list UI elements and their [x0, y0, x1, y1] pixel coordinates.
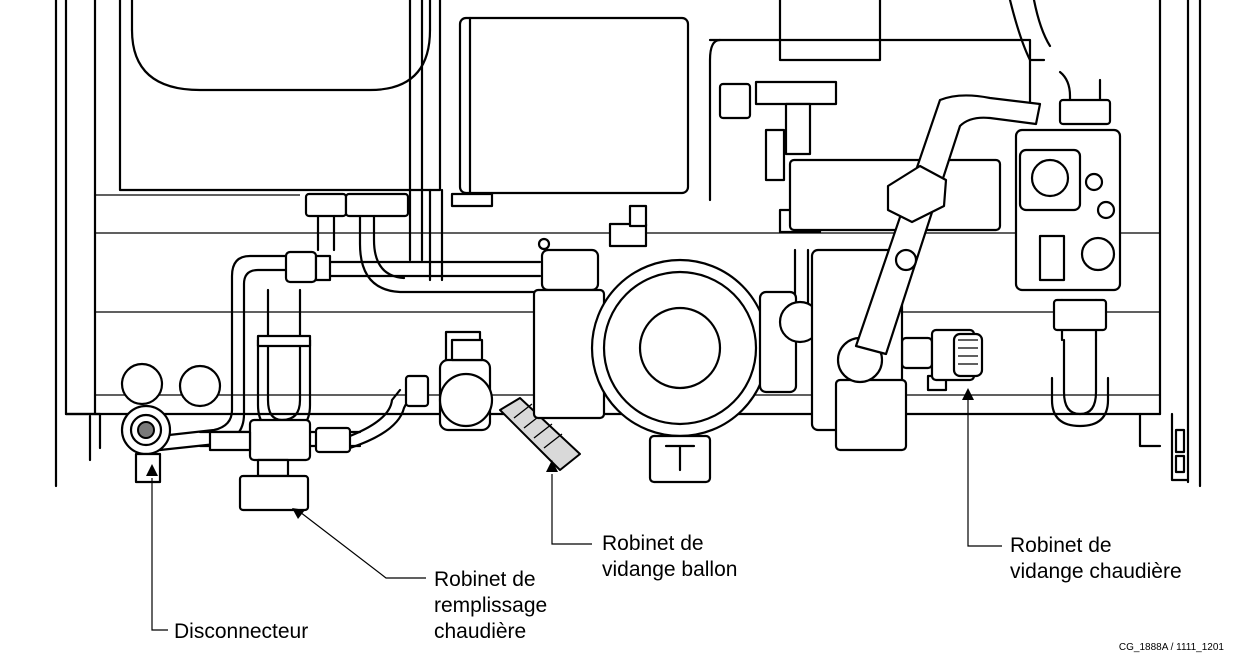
figure-reference: CG_1888A / 1111_1201	[1119, 642, 1225, 653]
disconnecteur-device	[120, 362, 222, 484]
upper-panels	[118, 0, 1032, 282]
circulation-pump	[532, 248, 822, 484]
drain-tank-valve	[438, 338, 581, 471]
filling-valve	[208, 418, 352, 512]
diverter-pipe	[854, 94, 1042, 356]
leader-lines	[146, 388, 1002, 631]
drain-boiler-valve	[930, 328, 984, 382]
label-robinet-remplissage-line-1: Robinet de	[434, 568, 536, 591]
label-vidange-ballon-line-2: vidange ballon	[602, 558, 737, 581]
label-vidange-ballon-line-1: Robinet de	[602, 532, 704, 555]
callout-labels: Disconnecteur Robinet de remplissage cha…	[174, 532, 1224, 653]
gas-valve	[1014, 128, 1122, 292]
label-disconnecteur: Disconnecteur	[174, 620, 308, 643]
label-vidange-chaudiere-line-2: vidange chaudière	[1010, 560, 1182, 583]
boiler-frame	[54, 0, 1202, 488]
label-robinet-remplissage-line-3: chaudière	[434, 620, 526, 643]
label-vidange-chaudiere-line-1: Robinet de	[1010, 534, 1112, 557]
label-robinet-remplissage-line-2: remplissage	[434, 594, 547, 617]
